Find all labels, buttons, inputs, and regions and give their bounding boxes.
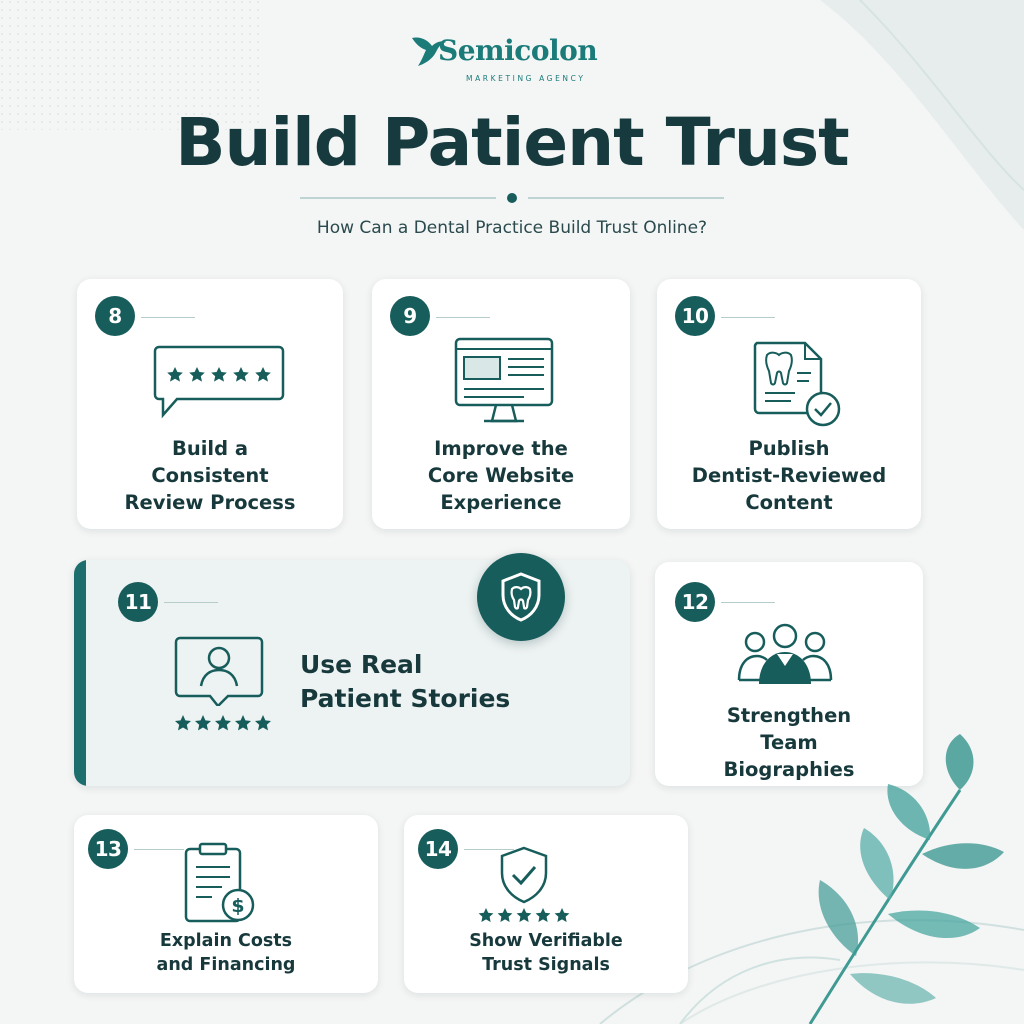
badge-divider — [721, 602, 775, 603]
decorative-leaves — [679, 734, 1004, 1024]
card-team-biographies[interactable]: 12 Strengthen Team Biographies — [655, 562, 923, 786]
rating-stars-icon — [478, 908, 570, 922]
tooth-shield-badge — [477, 553, 565, 641]
card-label: Publish Dentist-Reviewed Content — [691, 437, 887, 514]
badge-divider — [464, 849, 514, 850]
card-trust-signals[interactable]: 14 Show Verifiable Trust Signals — [404, 815, 688, 993]
badge-divider — [721, 317, 775, 318]
card-review-process[interactable]: 8 Build a Consistent Review Process — [77, 279, 343, 529]
step-number-badge: 8 — [95, 296, 135, 336]
card-label: Use Real Patient Stories — [300, 650, 511, 713]
rating-stars-icon — [175, 715, 271, 731]
company-logo: Semicolon MARKETING AGENCY — [408, 30, 618, 92]
badge-divider — [164, 602, 218, 603]
step-number-badge: 10 — [675, 296, 715, 336]
clipboard-dollar-icon: $ — [184, 842, 255, 923]
tooth-shield-icon — [501, 572, 541, 622]
badge-divider — [134, 849, 184, 850]
review-speech-bubble-icon — [153, 345, 285, 419]
tooth-document-check-icon — [753, 341, 841, 427]
logo-wordmark: Semicolon — [438, 34, 598, 67]
badge-divider — [141, 317, 195, 318]
featured-accent-bar — [74, 560, 86, 786]
step-number-badge: 12 — [675, 582, 715, 622]
card-label: Explain Costs and Financing — [156, 931, 296, 975]
page-title: Build Patient Trust — [175, 104, 849, 181]
badge-divider — [436, 317, 490, 318]
website-monitor-icon — [454, 337, 554, 423]
title-divider — [300, 193, 724, 203]
card-costs-financing[interactable]: 13 $ Explain Costs and Financing — [74, 815, 378, 993]
hummingbird-icon — [412, 37, 446, 66]
step-number-badge: 9 — [390, 296, 430, 336]
card-dentist-content[interactable]: 10 Publish Dentist-Reviewed Content — [657, 279, 921, 529]
step-number-badge: 14 — [418, 829, 458, 869]
card-website-experience[interactable]: 9 Improve the Core Website Experience — [372, 279, 630, 529]
page-subtitle: How Can a Dental Practice Build Trust On… — [316, 218, 708, 238]
card-label: Strengthen Team Biographies — [723, 704, 855, 781]
team-group-icon — [737, 623, 833, 684]
step-number-badge: 11 — [118, 582, 158, 622]
card-label: Build a Consistent Review Process — [124, 437, 296, 514]
step-number-badge: 13 — [88, 829, 128, 869]
card-label: Improve the Core Website Experience — [427, 437, 575, 514]
logo-tagline: MARKETING AGENCY — [466, 74, 586, 83]
patient-testimonial-icon — [174, 636, 264, 706]
shield-check-icon — [500, 846, 548, 904]
svg-text:$: $ — [231, 895, 244, 917]
card-label: Show Verifiable Trust Signals — [469, 931, 623, 975]
